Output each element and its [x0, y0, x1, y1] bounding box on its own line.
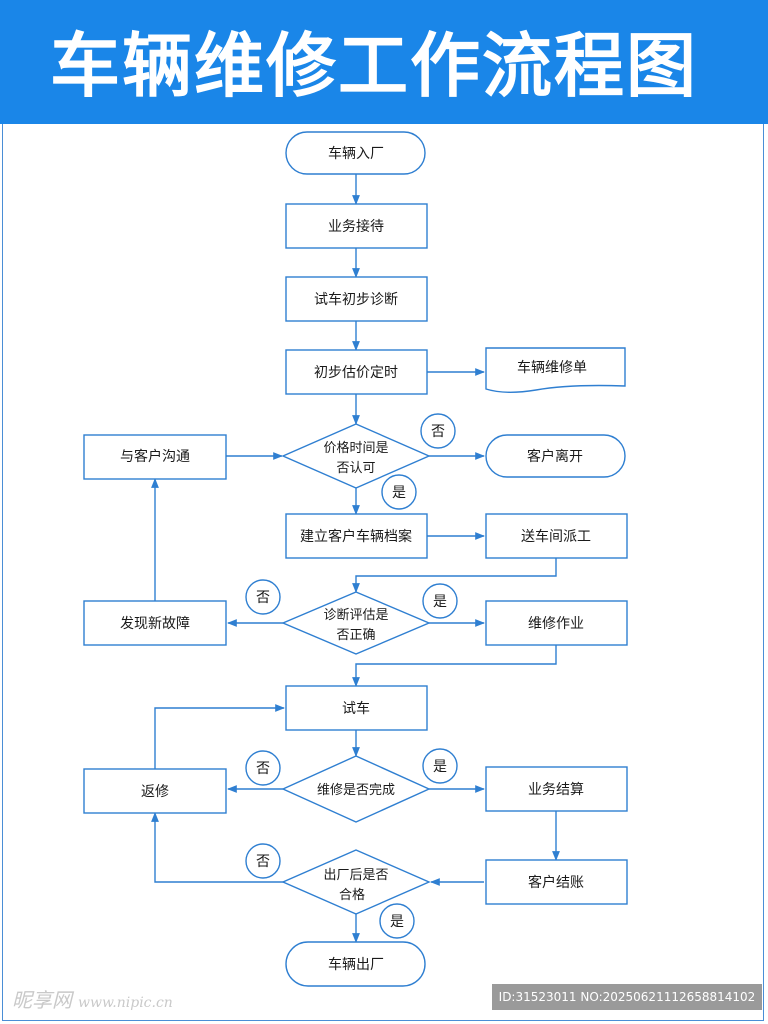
reception-label: 业务接待: [328, 218, 384, 235]
settlement-label: 业务结算: [528, 782, 584, 798]
reception-box: [285, 203, 428, 249]
communicate-box: [83, 434, 227, 480]
customer-pay-box: [485, 859, 628, 905]
price-no-text: 否: [431, 424, 445, 440]
decision-exit-label-1: 出厂后是否: [323, 868, 388, 883]
arrow-workshop-to-diag-decision: [352, 558, 557, 593]
arrow-repair-to-test-drive: [352, 645, 557, 687]
arrow-exit-no-to-rework: [151, 812, 284, 883]
label-circle-exit-yes: [379, 903, 415, 939]
repair-work-box: [485, 600, 628, 646]
communicate-label: 与客户沟通: [120, 448, 190, 465]
test-drive-label: 试车: [342, 700, 370, 717]
price-yes-text: 是: [392, 485, 406, 501]
rework-box: [83, 768, 227, 814]
decision-diag-label-2: 否正确: [336, 628, 375, 643]
repair-order-label: 车辆维修单: [517, 359, 587, 376]
label-circle-exit-no: [245, 843, 281, 879]
diagram-frame: [2, 124, 764, 1021]
label-circle-price-yes: [381, 474, 417, 510]
customer-leaves-terminal: [485, 434, 626, 478]
repair-order-document: [485, 347, 626, 393]
label-circle-price-no: [420, 413, 456, 449]
end-terminal: [285, 941, 426, 987]
decision-diag-label-1: 诊断评估是: [323, 608, 388, 623]
diag-no-text: 否: [256, 590, 270, 606]
start-label: 车辆入厂: [328, 145, 384, 162]
decision-exit-diamond: [281, 849, 431, 915]
settlement-box: [485, 766, 628, 812]
send-workshop-label: 送车间派工: [521, 528, 591, 545]
decision-diag-diamond: [281, 591, 431, 655]
customer-leaves-label: 客户离开: [527, 448, 583, 465]
send-workshop-box: [485, 513, 628, 559]
connectors: [151, 174, 560, 943]
create-file-box: [285, 513, 428, 559]
rework-label: 返修: [141, 784, 169, 800]
create-file-label: 建立客户车辆档案: [300, 528, 412, 545]
new-fault-box: [83, 600, 227, 646]
customer-pay-label: 客户结账: [528, 874, 584, 891]
test-drive-box: [285, 685, 428, 731]
decision-exit-label-2: 合格: [339, 887, 365, 903]
end-label: 车辆出厂: [328, 956, 384, 973]
decision-complete-diamond: [281, 755, 431, 823]
label-circle-diag-yes: [422, 583, 458, 619]
estimate-label: 初步估价定时: [314, 364, 398, 381]
decision-price-diamond: [281, 423, 431, 489]
repair-work-label: 维修作业: [528, 616, 584, 632]
arrow-rework-to-test-drive: [154, 704, 285, 769]
decision-price-label-1: 价格时间是: [323, 440, 388, 456]
header-banner: 车辆维修工作流程图: [0, 0, 768, 124]
test-drive-diag-label: 试车初步诊断: [314, 291, 398, 308]
exit-no-text: 否: [256, 854, 270, 870]
estimate-box: [285, 349, 428, 395]
watermark: 昵享网 www.nipic.cn: [12, 984, 173, 1013]
diag-yes-text: 是: [433, 594, 447, 610]
image-id-bar: ID:31523011 NO:20250621112658814102: [492, 984, 762, 1010]
exit-yes-text: 是: [390, 914, 404, 930]
decision-price-label-2: 否认可: [336, 461, 375, 476]
start-terminal: [285, 131, 426, 175]
watermark-brand: 昵享网: [12, 988, 72, 1012]
decision-complete-label: 维修是否完成: [317, 783, 395, 798]
label-circle-diag-no: [245, 579, 281, 615]
page-title: 车辆维修工作流程图: [50, 25, 698, 107]
label-circle-complete-no: [245, 750, 281, 786]
complete-no-text: 否: [256, 761, 270, 777]
test-drive-diag-box: [285, 276, 428, 322]
complete-yes-text: 是: [433, 759, 447, 775]
watermark-url: www.nipic.cn: [78, 995, 173, 1011]
label-circle-complete-yes: [422, 748, 458, 784]
new-fault-label: 发现新故障: [120, 616, 190, 632]
